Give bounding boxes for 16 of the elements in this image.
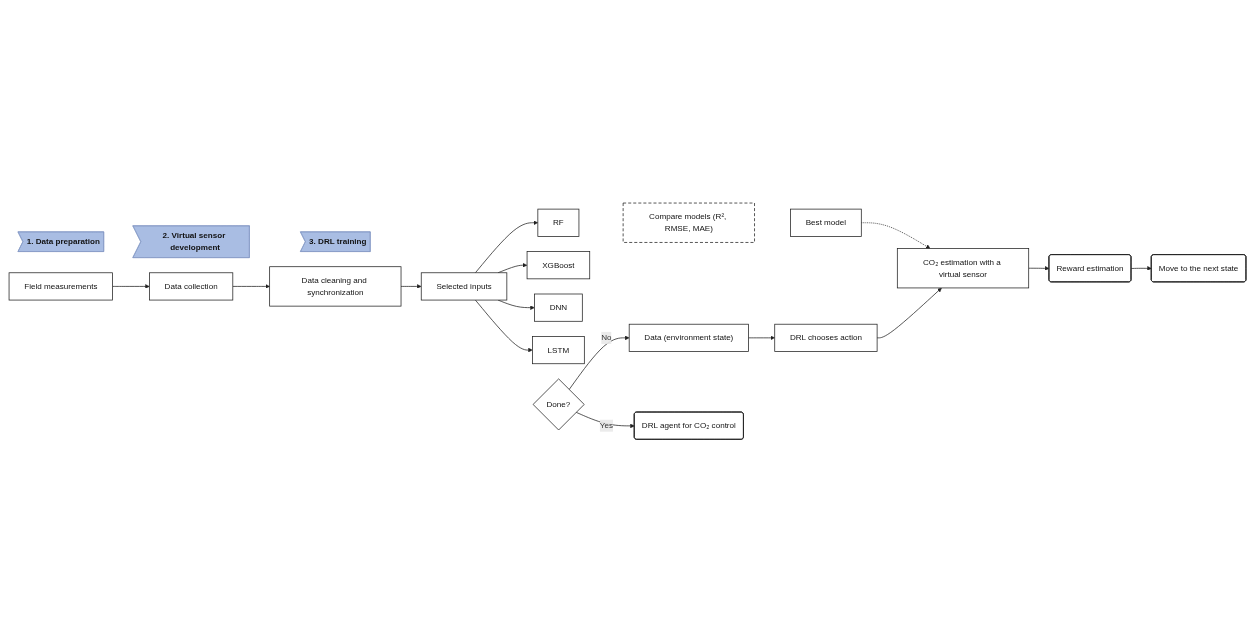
node-box: Data collection <box>149 272 234 301</box>
node-box: XGBoost <box>526 251 591 280</box>
edge-label: No <box>601 333 612 342</box>
node-box: Best model <box>790 208 862 237</box>
node-box: Selected inputs <box>420 272 508 301</box>
node-box: Data cleaning and synchronization <box>269 266 402 307</box>
node-box: LSTM <box>532 335 585 364</box>
node-box: DRL chooses action <box>774 323 878 352</box>
node-box: Field measurements <box>8 272 113 301</box>
node-diamond: Done? <box>532 378 585 431</box>
node-box: CO₂ estimation with a virtual sensor <box>896 247 1030 289</box>
node-box: RF <box>537 208 580 237</box>
node-box: DNN <box>534 293 583 322</box>
node-box: Data (environment state) <box>628 323 749 352</box>
edge-label: Yes <box>599 420 614 430</box>
node-box: Compare models (R², RMSE, MAE) <box>622 202 755 243</box>
